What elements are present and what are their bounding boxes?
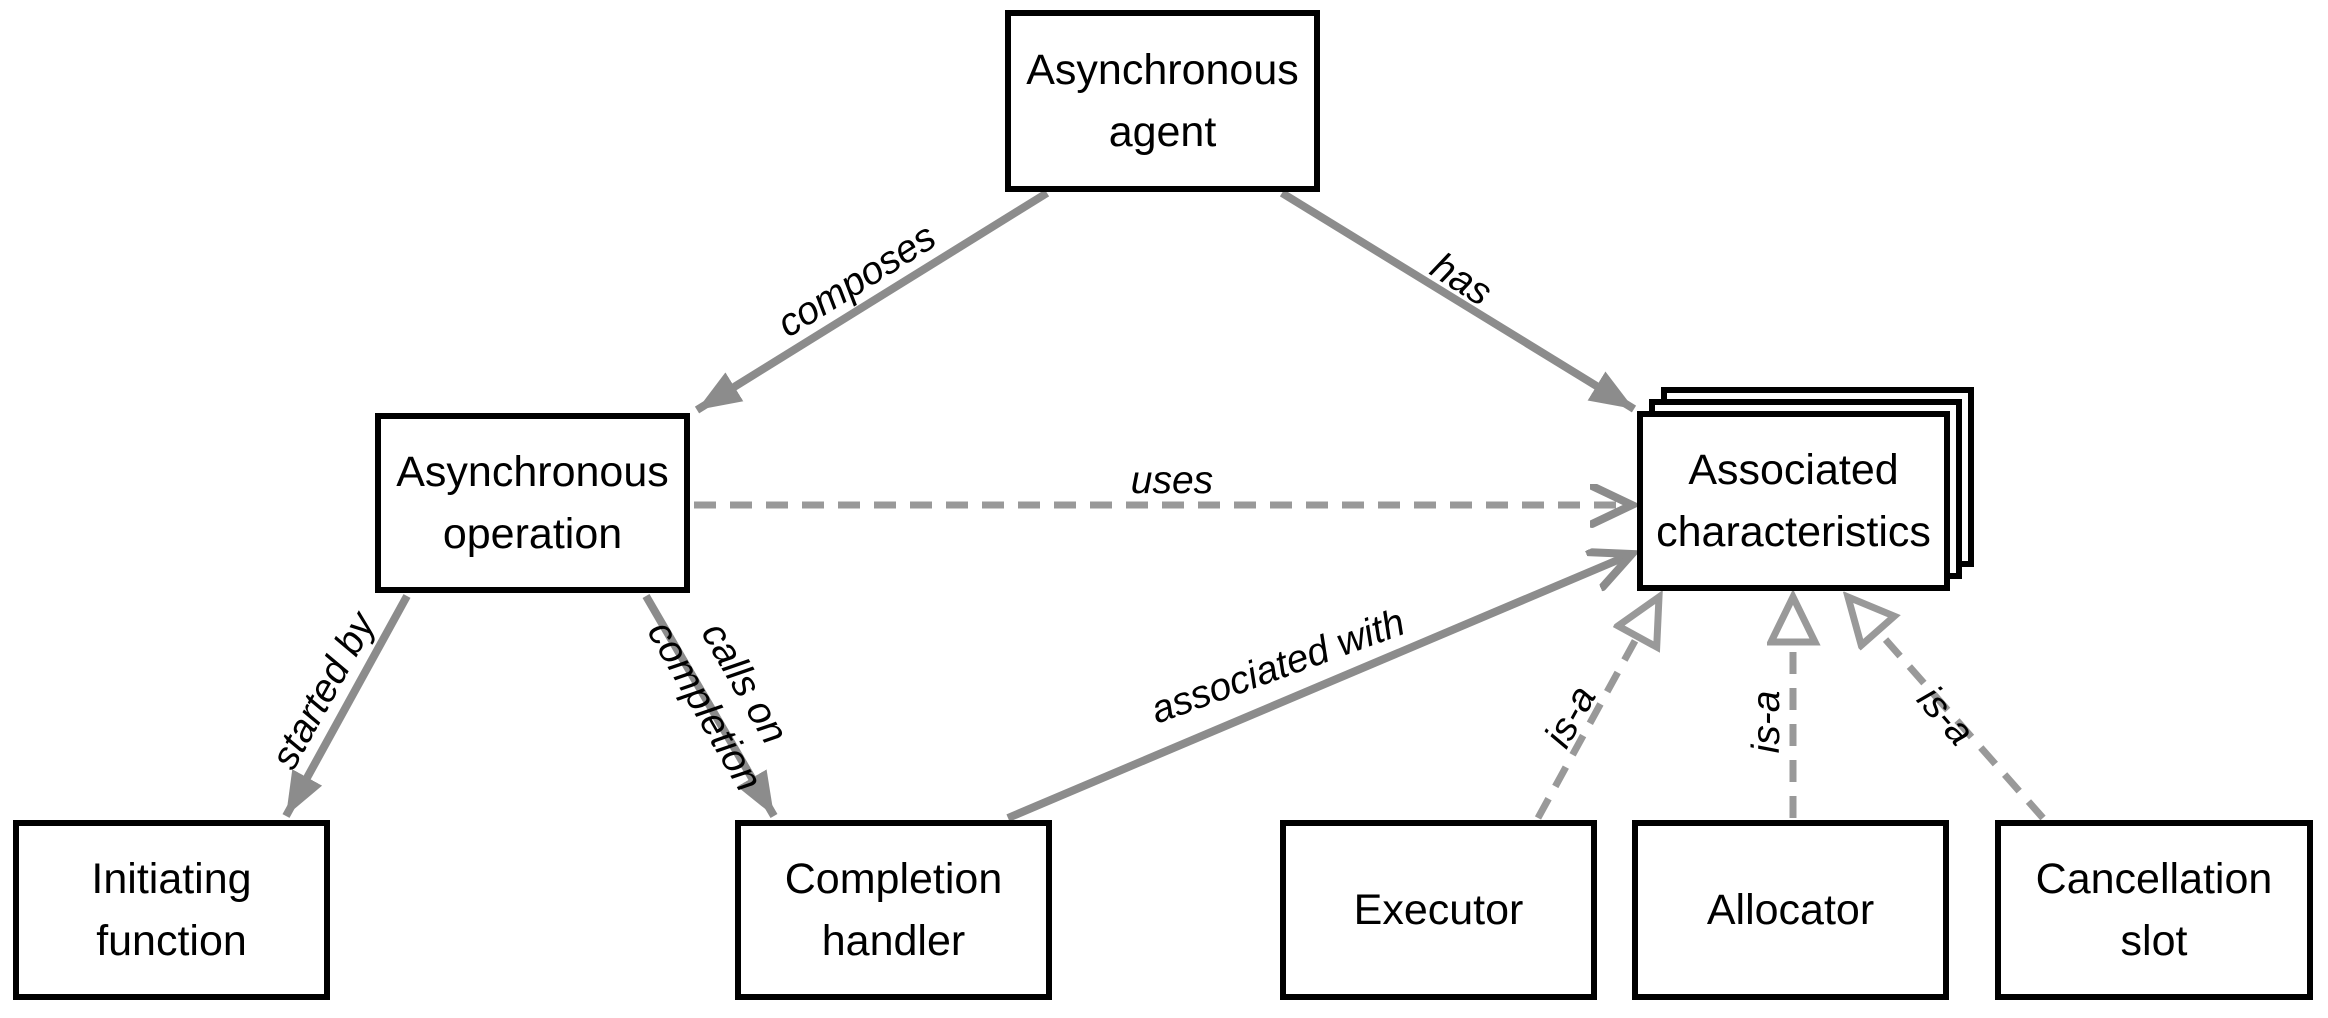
node-initiating-function: Initiating function	[13, 820, 330, 1000]
node-label: Cancellation slot	[2035, 854, 2273, 965]
edge-has-line	[1279, 189, 1637, 413]
node-cancellation-slot: Cancellation slot	[1995, 820, 2313, 1000]
edge-associated-with-line	[1006, 554, 1632, 822]
node-label: Asynchronous operation	[396, 447, 669, 558]
node-label: Allocator	[1706, 885, 1875, 934]
edge-label-is-a-allocator: is-a	[1744, 690, 1788, 754]
node-label: Initiating function	[91, 854, 252, 965]
edge-is-a-executor-line	[1534, 597, 1659, 820]
edge-label-uses: uses	[1130, 458, 1214, 502]
node-label: Executor	[1353, 885, 1524, 934]
edge-is-a-cancellation-line	[1848, 597, 2046, 821]
node-completion-handler: Completion handler	[735, 820, 1052, 1000]
node-executor: Executor	[1280, 820, 1597, 1000]
edge-started-by-line	[282, 594, 411, 818]
edge-composes-line	[694, 189, 1050, 414]
edge-calls-on-completion-line	[642, 593, 778, 819]
node-allocator: Allocator	[1632, 820, 1949, 1000]
node-label: Associated characteristics	[1656, 445, 1931, 556]
node-label: Asynchronous agent	[1026, 45, 1299, 156]
node-asynchronous-agent: Asynchronous agent	[1005, 10, 1320, 192]
node-associated-characteristics: Associated characteristics	[1637, 411, 1950, 591]
node-asynchronous-operation: Asynchronous operation	[375, 413, 690, 593]
node-label: Completion handler	[784, 854, 1003, 965]
